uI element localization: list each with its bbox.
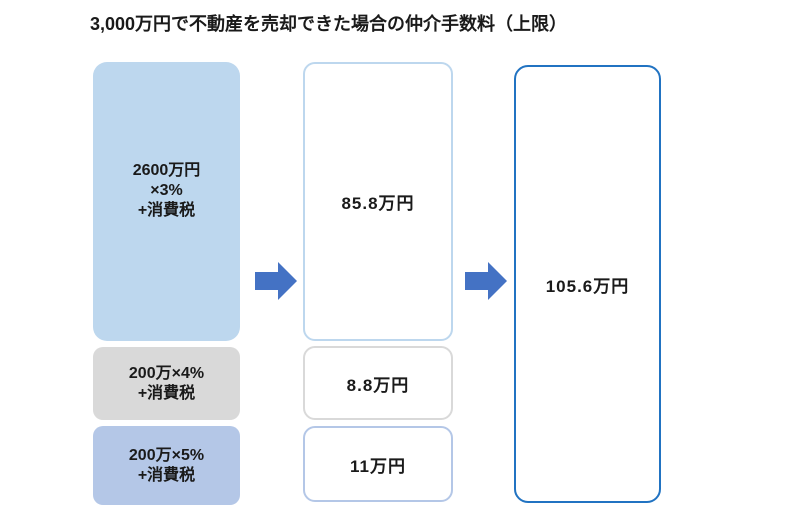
total-box: 105.6万円 [514, 65, 661, 503]
amount-box-tier2: 8.8万円 [303, 346, 453, 420]
right-arrow-icon [465, 262, 507, 300]
amount-value: 8.8万円 [346, 375, 410, 395]
formula-line: +消費税 [137, 384, 196, 402]
formula-text-tier3: 200万×5% +消費税 [129, 446, 204, 486]
formula-line: ×3% [150, 181, 183, 199]
amount-value: 11万円 [350, 456, 406, 476]
formula-text-tier2: 200万×4% +消費税 [129, 364, 204, 404]
amount-box-tier3: 11万円 [303, 426, 453, 502]
formula-text-tier1: 2600万円 ×3% +消費税 [133, 161, 201, 221]
right-arrow-icon [255, 262, 297, 300]
formula-line: 200万×4% [128, 364, 205, 382]
diagram-title: 3,000万円で不動産を売却できた場合の仲介手数料（上限） [90, 14, 568, 34]
total-value: 105.6万円 [545, 276, 630, 296]
formula-line: 2600万円 [132, 161, 201, 179]
formula-line: 200万×5% [128, 446, 205, 464]
formula-box-tier2: 200万×4% +消費税 [93, 347, 240, 420]
formula-line: +消費税 [137, 201, 196, 219]
formula-line: +消費税 [137, 466, 196, 484]
formula-box-tier3: 200万×5% +消費税 [93, 426, 240, 505]
amount-value: 85.8万円 [341, 194, 415, 213]
formula-box-tier1: 2600万円 ×3% +消費税 [93, 62, 240, 341]
amount-box-tier1: 85.8万円 [303, 62, 453, 341]
